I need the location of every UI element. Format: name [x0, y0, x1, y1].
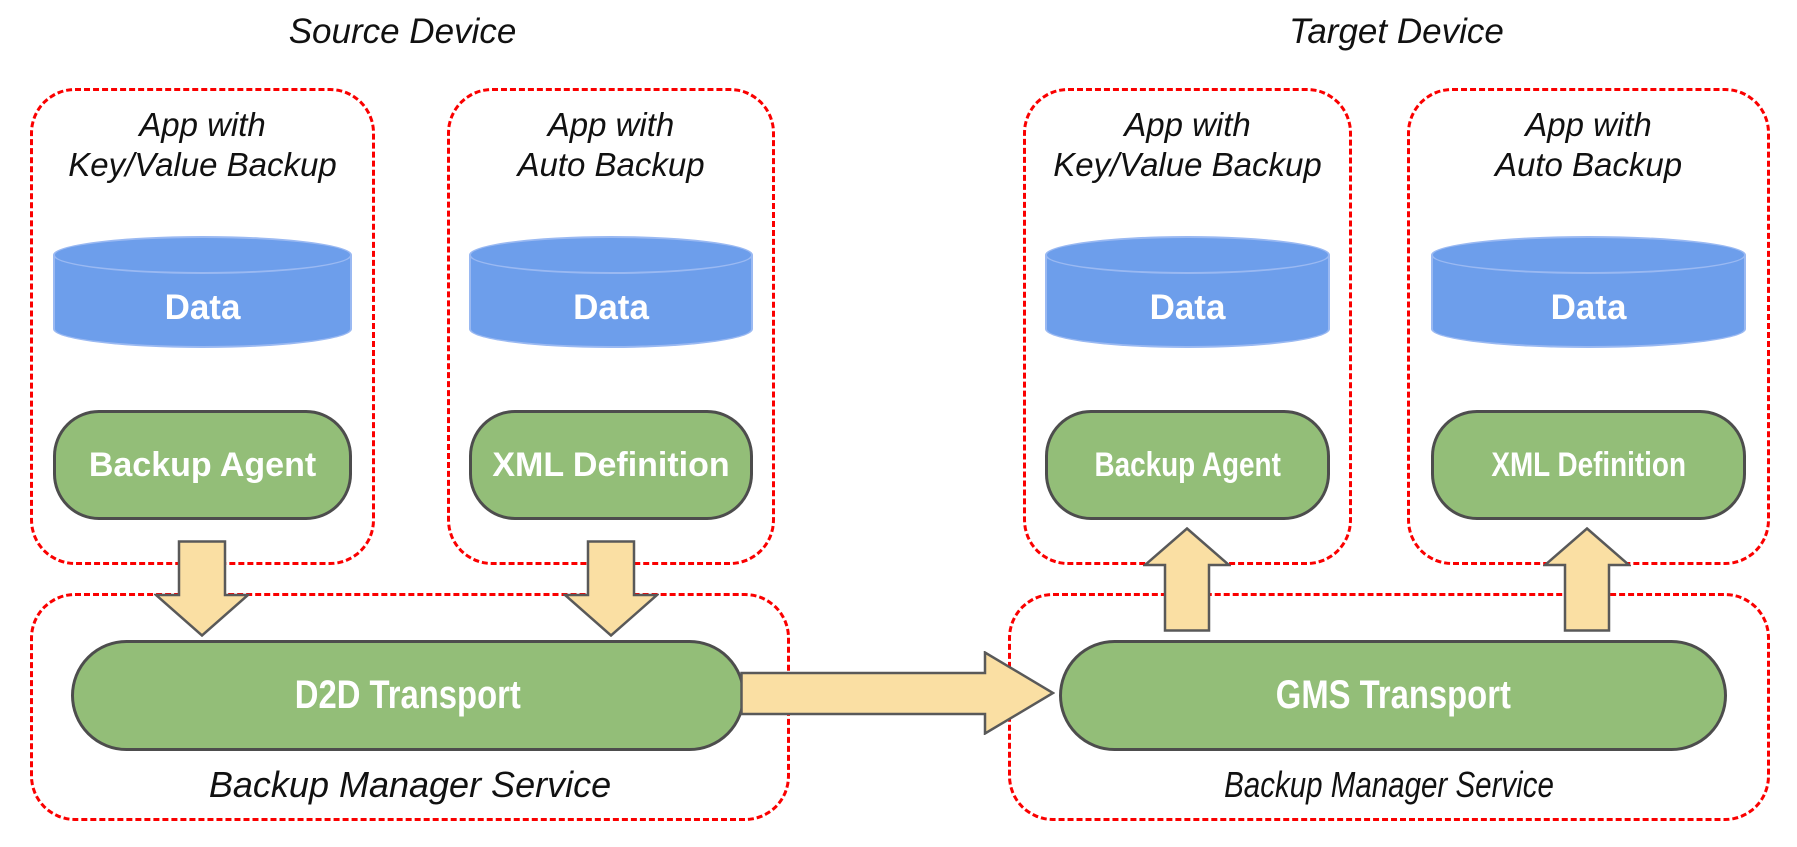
- database-cylinder-icon: Data: [1431, 236, 1746, 348]
- database-cylinder-icon: Data: [469, 236, 753, 348]
- target-device-title: Target Device: [1289, 12, 1504, 51]
- service-caption: Backup Manager Service: [208, 764, 612, 805]
- data-store-label: Data: [164, 288, 241, 327]
- source-backup-manager-service-box: D2D Transport Backup Manager Service: [30, 593, 790, 821]
- service-caption: Backup Manager Service: [1224, 764, 1554, 805]
- d2d-transport-pill: D2D Transport: [71, 640, 745, 751]
- up-arrow-transport-to-xml-definition: [1543, 527, 1631, 632]
- database-cylinder-icon: Data: [53, 236, 352, 348]
- app-title: App with Auto Backup: [1494, 106, 1683, 183]
- xml-definition-pill: XML Definition: [1431, 410, 1746, 520]
- down-arrow-xml-definition-to-transport: [563, 540, 659, 637]
- source-app-auto-box: App with Auto Backup Data XML Definition: [447, 88, 775, 565]
- target-app-keyvalue-box: App with Key/Value Backup Data Backup Ag…: [1023, 88, 1352, 565]
- backup-agent-pill: Backup Agent: [53, 410, 352, 520]
- target-app-auto-box: App with Auto Backup Data XML Definition: [1407, 88, 1770, 565]
- data-store-label: Data: [1550, 288, 1627, 327]
- source-app-keyvalue-box: App with Key/Value Backup Data Backup Ag…: [30, 88, 375, 565]
- app-title: App with Key/Value Backup: [68, 106, 337, 183]
- transfer-arrow-d2d-to-gms: [740, 651, 1055, 735]
- data-store-label: Data: [573, 288, 649, 327]
- app-title: App with Auto Backup: [517, 106, 705, 183]
- data-store-label: Data: [1149, 288, 1226, 327]
- xml-definition-pill: XML Definition: [469, 410, 753, 520]
- gms-transport-pill: GMS Transport: [1059, 640, 1727, 751]
- app-title: App with Key/Value Backup: [1053, 106, 1322, 183]
- target-backup-manager-service-box: GMS Transport Backup Manager Service: [1008, 593, 1770, 821]
- down-arrow-backup-agent-to-transport: [154, 540, 250, 637]
- up-arrow-transport-to-backup-agent: [1143, 527, 1231, 632]
- backup-agent-pill: Backup Agent: [1045, 410, 1330, 520]
- source-device-title: Source Device: [288, 12, 517, 51]
- database-cylinder-icon: Data: [1045, 236, 1330, 348]
